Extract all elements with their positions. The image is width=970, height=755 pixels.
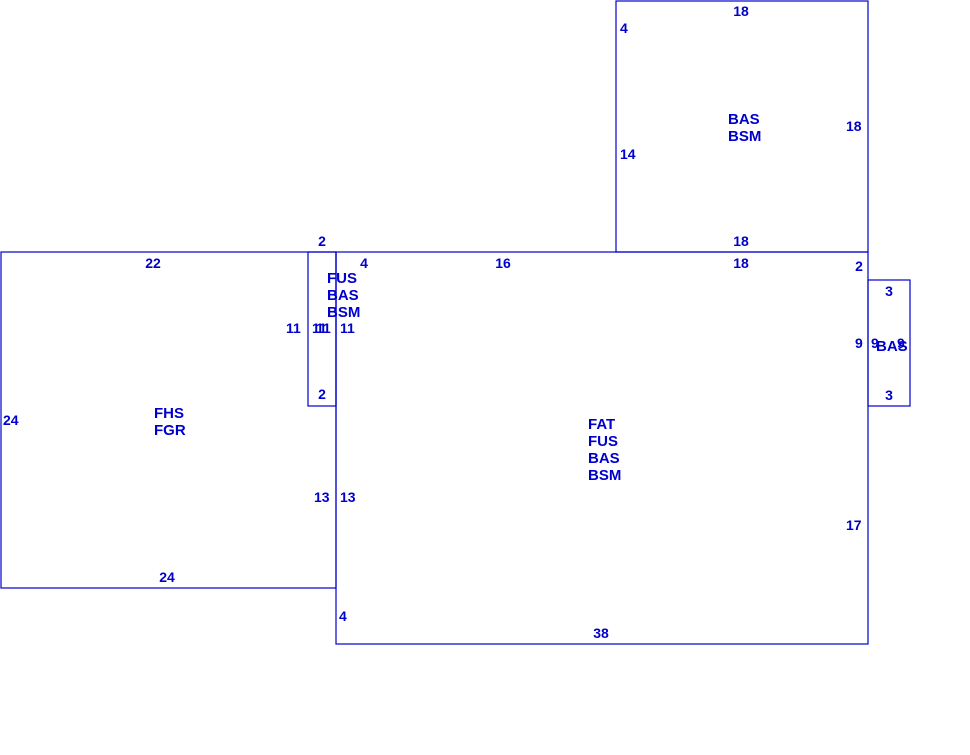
- garage-code-2: FGR: [154, 422, 186, 439]
- bay-right-dim-a: 9: [871, 335, 879, 351]
- upper-code-2: BSM: [728, 128, 761, 145]
- connector-code-3: BSM: [327, 304, 360, 321]
- main-code-4: BSM: [588, 467, 621, 484]
- connector-right-dim-a: 11: [312, 320, 327, 336]
- main-code-2: FUS: [588, 433, 618, 450]
- main-left-bottom-dim: 4: [339, 608, 347, 624]
- bay-top-dim: 3: [885, 283, 893, 299]
- upper-outline: [615, 0, 869, 253]
- main-top-dim-a: 4: [360, 255, 368, 271]
- main-top-dim-c: 18: [733, 255, 749, 271]
- upper-right-dim: 18: [846, 118, 862, 134]
- bay-outline: [867, 279, 911, 407]
- garage-bottom-dim: 24: [159, 569, 175, 585]
- main-code-1: FAT: [588, 416, 615, 433]
- connector-code-1: FUS: [327, 270, 357, 287]
- bay-left-dim: 9: [855, 335, 863, 351]
- connector-left-dim: 11: [286, 320, 301, 336]
- bay-code-1: BAS: [876, 338, 908, 355]
- connector-bottom-dim: 2: [318, 386, 326, 402]
- connector-top-dim: 2: [318, 233, 326, 249]
- garage-code-1: FHS: [154, 405, 184, 422]
- garage-right-dim: 13: [314, 489, 330, 505]
- bay-bottom-dim: 3: [885, 387, 893, 403]
- upper-bottom-dim: 18: [733, 233, 749, 249]
- main-top-dim-b: 16: [495, 255, 511, 271]
- main-outline: [335, 251, 869, 645]
- main-right-dim: 17: [846, 517, 862, 533]
- main-code-3: BAS: [588, 450, 620, 467]
- upper-top-dim: 18: [733, 3, 749, 19]
- garage-left-dim: 24: [3, 412, 19, 428]
- main-bottom-dim: 38: [593, 625, 609, 641]
- main-right-top-dim: 2: [855, 258, 863, 274]
- main-left-dim-upper: 11: [340, 320, 355, 336]
- upper-left-dim-b: 14: [620, 146, 636, 162]
- upper-code-1: BAS: [728, 111, 760, 128]
- upper-left-dim-a: 4: [620, 20, 628, 36]
- connector-right-dim-b: 11: [316, 320, 331, 336]
- bay-right-dim-b: 9: [897, 335, 905, 351]
- main-left-dim: 13: [340, 489, 356, 505]
- connector-code-2: BAS: [327, 287, 359, 304]
- garage-top-dim: 22: [145, 255, 161, 271]
